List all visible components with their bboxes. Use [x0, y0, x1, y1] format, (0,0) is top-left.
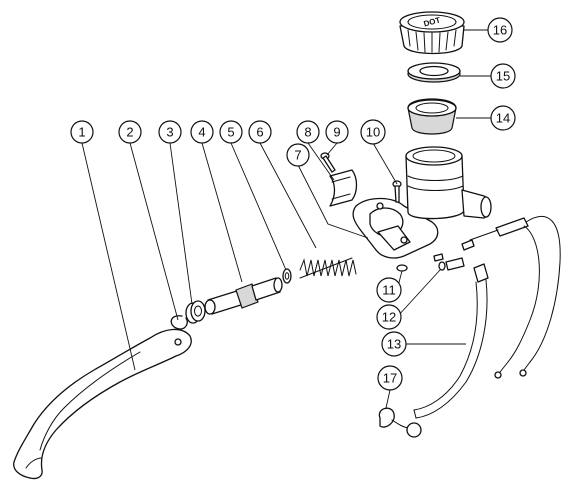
- callout-14: 14: [490, 105, 516, 131]
- part-ring: [282, 268, 292, 284]
- callout-label: 5: [227, 125, 234, 140]
- part-o-ring: [396, 264, 408, 272]
- callout-label: 8: [304, 125, 311, 140]
- callout-9: 9: [325, 120, 349, 144]
- part-spring: [299, 257, 357, 279]
- callout-label: 17: [383, 371, 397, 386]
- callout-label: 16: [493, 23, 507, 38]
- part-switch-wiring: [433, 216, 561, 379]
- part-cap: DOT: [399, 11, 465, 55]
- callout-5: 5: [219, 120, 243, 144]
- part-clamp-screw: [320, 152, 336, 173]
- callout-10: 10: [360, 119, 386, 145]
- part-collar: [185, 300, 206, 324]
- part-clamp: [329, 169, 358, 207]
- callout-1: 1: [70, 120, 94, 144]
- svg-text:DOT: DOT: [423, 15, 442, 28]
- callout-11: 11: [376, 277, 402, 303]
- callout-label: 4: [198, 125, 205, 140]
- callout-label: 1: [78, 125, 85, 140]
- callout-16: 16: [487, 17, 513, 43]
- part-union: [438, 257, 465, 271]
- callout-label: 11: [382, 283, 396, 298]
- callout-label: 6: [256, 125, 263, 140]
- part-piston: [204, 277, 283, 315]
- callout-label: 2: [126, 125, 133, 140]
- callout-13: 13: [381, 331, 407, 357]
- callout-label: 12: [382, 310, 396, 325]
- part-circlip: [170, 315, 188, 330]
- part-hose: [413, 263, 489, 419]
- callout-label: 14: [496, 111, 510, 126]
- callout-17: 17: [377, 365, 403, 391]
- callout-15: 15: [490, 63, 516, 89]
- leader-lines: [81, 29, 491, 409]
- part-diaphragm: [407, 98, 457, 135]
- part-lever: [13, 328, 192, 480]
- part-rubber-cap: [378, 407, 422, 438]
- callout-2: 2: [118, 120, 142, 144]
- callout-label: 9: [333, 125, 340, 140]
- callout-label: 13: [387, 337, 401, 352]
- callout-label: 15: [496, 69, 510, 84]
- callout-label: 3: [166, 125, 173, 140]
- callout-6: 6: [248, 120, 272, 144]
- part-reservoir-housing: [405, 146, 492, 220]
- callout-12: 12: [376, 304, 402, 330]
- callout-label: 10: [366, 125, 380, 140]
- part-reservoir-screw: [392, 180, 402, 203]
- callout-label: 7: [294, 148, 301, 163]
- callout-8: 8: [296, 120, 320, 144]
- part-plate: [407, 62, 461, 83]
- callout-4: 4: [190, 120, 214, 144]
- callout-7: 7: [286, 143, 310, 167]
- callout-3: 3: [158, 120, 182, 144]
